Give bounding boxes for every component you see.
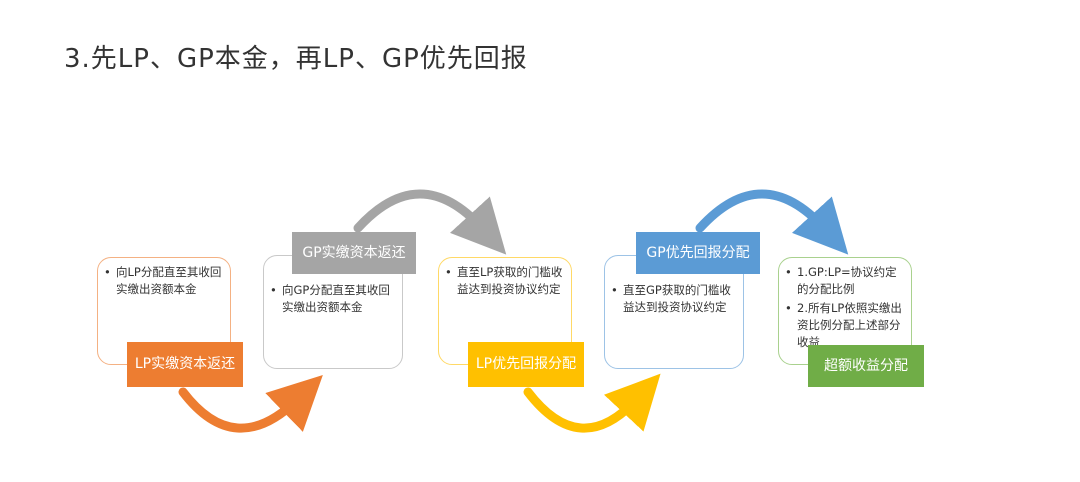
step-box-gp-preferred: 直至GP获取的门槛收益达到投资协议约定 bbox=[604, 255, 744, 369]
bullet: 直至LP获取的门槛收益达到投资协议约定 bbox=[445, 264, 563, 298]
step-label-gp-capital: GP实缴资本返还 bbox=[292, 232, 416, 274]
bullet: 直至GP获取的门槛收益达到投资协议约定 bbox=[611, 282, 735, 316]
arrow-yellow bbox=[523, 373, 661, 433]
arrow-orange bbox=[178, 374, 323, 433]
arrow-gray bbox=[353, 189, 507, 255]
arrow-blue bbox=[695, 189, 849, 255]
page-title: 3.先LP、GP本金，再LP、GP优先回报 bbox=[64, 44, 528, 74]
step-label-gp-preferred: GP优先回报分配 bbox=[636, 232, 760, 274]
step-label-excess-return: 超额收益分配 bbox=[808, 345, 924, 387]
step-label-lp-capital: LP实缴资本返还 bbox=[127, 342, 243, 387]
bullet: 2.所有LP依照实缴出资比例分配上述部分收益 bbox=[785, 300, 903, 351]
bullet: 1.GP:LP=协议约定的分配比例 bbox=[785, 264, 903, 298]
bullet: 向LP分配直至其收回实缴出资额本金 bbox=[104, 264, 222, 298]
step-box-gp-capital: 向GP分配直至其收回实缴出资额本金 bbox=[263, 255, 403, 369]
bullet: 向GP分配直至其收回实缴出资额本金 bbox=[270, 282, 394, 316]
step-label-lp-preferred: LP优先回报分配 bbox=[468, 342, 584, 387]
